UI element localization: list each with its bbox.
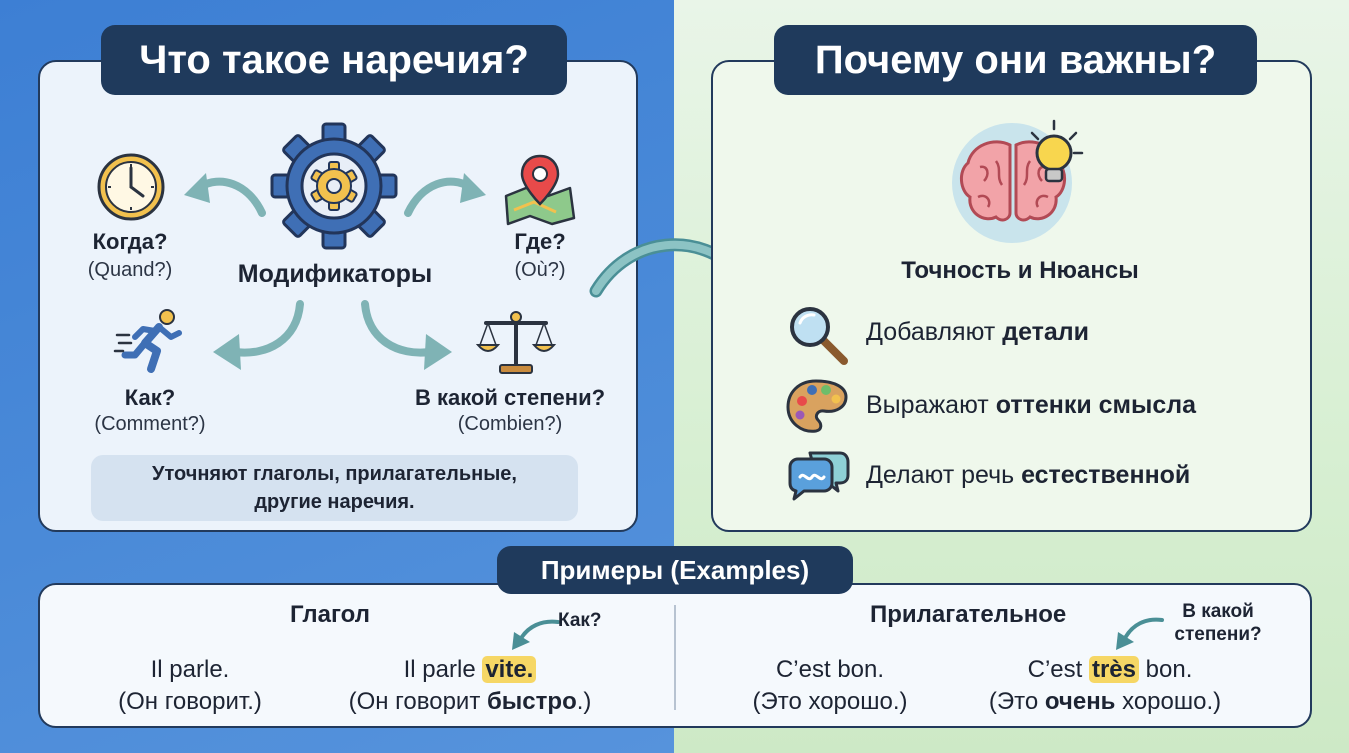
benefit-nuances-bold: оттенки смысла	[995, 391, 1197, 419]
map-pin-icon	[504, 154, 576, 226]
adjective-question-arrow	[1116, 617, 1164, 650]
adjective-adverb-ru: (Это очень хорошо.)	[960, 688, 1250, 716]
benefit-nuances: Выражают оттенки смысла	[866, 391, 1196, 420]
benefit-natural-bold: естественной	[1021, 461, 1191, 489]
when-label: Когда?	[92, 229, 168, 254]
adjective-adverb-ru-bold: очень	[1044, 688, 1116, 715]
verb-adverb-ru-post: .)	[576, 688, 592, 715]
benefit-details-bold: детали	[1002, 318, 1090, 346]
where-sub: (Où?)	[514, 259, 566, 281]
adjective-adverb-fr-pre: C’est	[1027, 656, 1089, 683]
adjective-question-line-2: степени?	[1174, 624, 1262, 645]
verb-adverb-ru-pre: (Он говорит	[348, 688, 487, 715]
magnifier-icon	[790, 307, 848, 365]
adjective-heading: Прилагательное	[870, 601, 1067, 628]
how-sub: (Comment?)	[94, 413, 206, 435]
brain-lightbulb-icon	[952, 119, 1084, 243]
arrow-to-how	[213, 300, 304, 370]
verb-adverb-ru-bold: быстро	[486, 688, 577, 715]
gear-icon	[270, 122, 398, 250]
scales-icon	[475, 311, 557, 374]
degree-label: В какой степени?	[414, 385, 606, 410]
adjective-plain-fr: C’est bon.	[775, 656, 885, 683]
modifiers-label: Модификаторы	[237, 260, 433, 288]
adjective-adverb-fr: C’est très bon.	[980, 656, 1240, 684]
verb-question: Как?	[558, 610, 602, 631]
verb-plain-ru: (Он говорит.)	[118, 688, 262, 715]
benefit-details: Добавляют детали	[866, 318, 1089, 347]
adjective-plain-ru: (Это хорошо.)	[752, 688, 908, 715]
verb-question-arrow	[512, 619, 560, 650]
adjective-adverb-ru-pre: (Это	[988, 688, 1045, 715]
verb-adverb-highlight: vite.	[482, 656, 537, 683]
note-line-2: другие наречия.	[254, 491, 415, 513]
palette-icon	[786, 379, 848, 433]
examples-divider	[674, 605, 676, 710]
verb-plain-fr: Il parle.	[150, 656, 230, 683]
arrow-to-degree	[361, 300, 452, 370]
arrow-to-where	[404, 173, 486, 217]
where-label: Где?	[514, 229, 566, 254]
definition-title: Что такое наречия?	[101, 25, 567, 95]
clock-icon	[97, 153, 165, 221]
degree-sub: (Combien?)	[457, 413, 563, 435]
verb-adverb-ru: (Он говорит быстро.)	[320, 688, 620, 716]
verb-adverb-fr: Il parle vite.	[330, 656, 610, 684]
adjective-adverb-ru-post: хорошо.)	[1115, 688, 1222, 715]
adjective-question: В какой степени?	[1165, 600, 1271, 646]
benefit-details-text: Добавляют	[866, 318, 1003, 346]
arrow-to-when	[184, 173, 266, 217]
chat-bubbles-icon	[788, 451, 850, 501]
benefit-natural: Делают речь естественной	[866, 461, 1190, 490]
how-label: Как?	[124, 385, 176, 410]
benefit-natural-text: Делают речь	[866, 461, 1022, 489]
adjective-adverb-fr-post: bon.	[1139, 656, 1193, 683]
verb-heading: Глагол	[290, 601, 370, 628]
examples-title: Примеры (Examples)	[497, 546, 853, 594]
when-sub: (Quand?)	[87, 259, 173, 281]
adjective-question-line-1: В какой	[1182, 601, 1254, 622]
adjective-adverb-highlight: très	[1088, 656, 1139, 683]
benefit-nuances-text: Выражают	[866, 391, 996, 419]
runner-icon	[113, 309, 182, 373]
definition-note: Уточняют глаголы, прилагательные, другие…	[91, 455, 578, 521]
importance-subtitle: Точность и Нюансы	[901, 257, 1139, 284]
importance-title: Почему они важны?	[774, 25, 1257, 95]
note-line-1: Уточняют глаголы, прилагательные,	[152, 463, 517, 485]
verb-adverb-fr-pre: Il parle	[403, 656, 483, 683]
